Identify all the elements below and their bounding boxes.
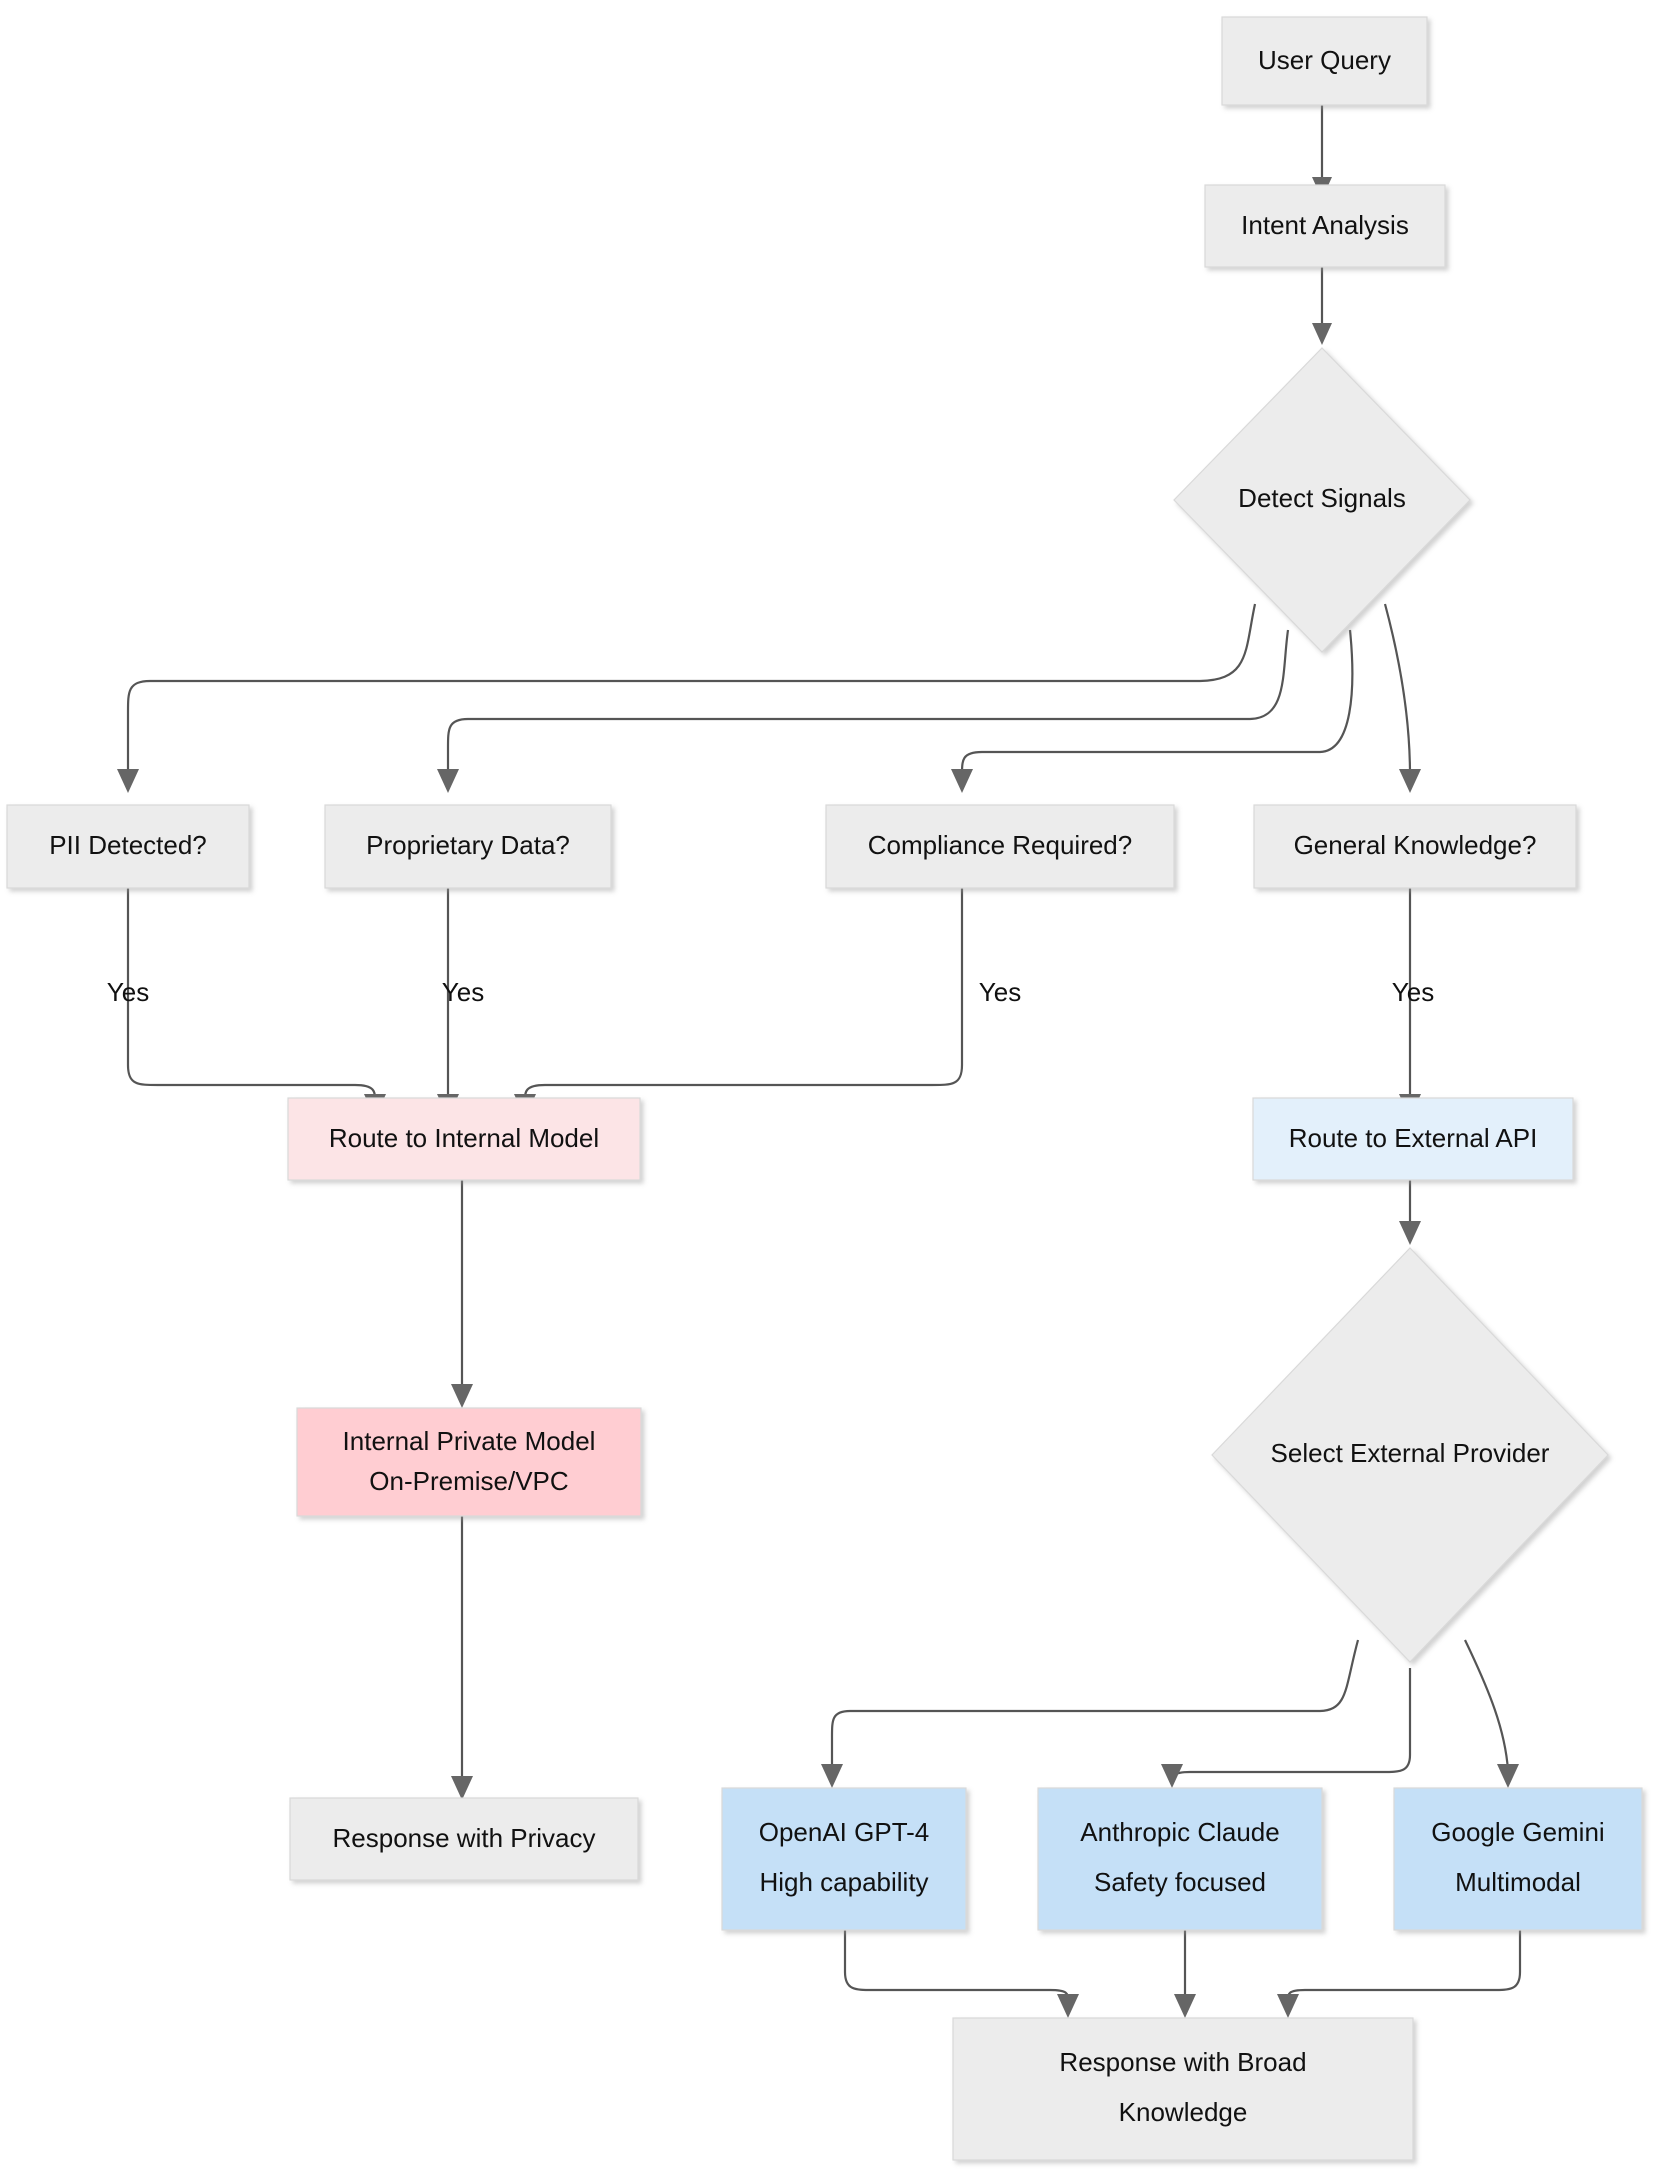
node-intent-analysis-label: Intent Analysis [1241, 210, 1409, 240]
node-response-broad-knowledge[interactable]: Response with Broad Knowledge [952, 2017, 1414, 2161]
edge-label-layer: Yes Yes Yes Yes [107, 977, 1434, 1007]
node-user-query[interactable]: User Query [1221, 16, 1428, 106]
edge-detect-signals-to-pii-detected [117, 603, 1257, 793]
node-response-broad-knowledge-line1: Response with Broad [1059, 2047, 1306, 2077]
edge-detect-signals-to-proprietary-data [437, 629, 1290, 793]
node-openai-gpt4-line1: OpenAI GPT-4 [759, 1817, 930, 1847]
node-proprietary-data-label: Proprietary Data? [366, 830, 570, 860]
node-google-gemini-line1: Google Gemini [1431, 1817, 1604, 1847]
node-openai-gpt4-line2: High capability [759, 1867, 928, 1897]
node-select-external-provider[interactable]: Select External Provider [1211, 1247, 1609, 1663]
node-compliance-required[interactable]: Compliance Required? [825, 804, 1175, 889]
edge-pii-detected-to-route-internal [126, 888, 386, 1118]
edge-detect-signals-to-general-knowledge [1383, 603, 1421, 793]
node-pii-detected[interactable]: PII Detected? [6, 804, 250, 889]
node-anthropic-claude[interactable]: Anthropic Claude Safety focused [1037, 1787, 1323, 1931]
node-general-knowledge-label: General Knowledge? [1294, 830, 1537, 860]
node-anthropic-claude-line1: Anthropic Claude [1080, 1817, 1279, 1847]
node-compliance-required-label: Compliance Required? [868, 830, 1132, 860]
node-response-broad-knowledge-line2: Knowledge [1119, 2097, 1248, 2127]
node-google-gemini[interactable]: Google Gemini Multimodal [1393, 1787, 1643, 1931]
edge-internal-private-model-to-response-privacy [451, 1516, 473, 1800]
node-select-external-provider-label: Select External Provider [1271, 1438, 1550, 1468]
node-route-internal-model-label: Route to Internal Model [329, 1123, 599, 1153]
node-internal-private-model[interactable]: Internal Private Model On-Premise/VPC [296, 1407, 642, 1517]
node-general-knowledge[interactable]: General Knowledge? [1253, 804, 1577, 889]
edge-detect-signals-to-compliance-required [951, 629, 1354, 793]
node-intent-analysis[interactable]: Intent Analysis [1204, 184, 1446, 268]
node-response-with-privacy[interactable]: Response with Privacy [289, 1797, 639, 1881]
node-proprietary-data[interactable]: Proprietary Data? [324, 804, 612, 889]
node-pii-detected-label: PII Detected? [49, 830, 207, 860]
edge-anthropic-claude-to-response-broad [1174, 1930, 1196, 2018]
edge-select-provider-to-openai-gpt4 [821, 1639, 1360, 1788]
node-google-gemini-line2: Multimodal [1455, 1867, 1581, 1897]
edge-label-general-yes: Yes [1392, 977, 1434, 1007]
edge-select-provider-to-anthropic-claude [1161, 1668, 1412, 1788]
edge-label-pii-yes: Yes [107, 977, 149, 1007]
edge-route-internal-to-internal-private-model [451, 1180, 473, 1408]
edge-select-provider-to-google-gemini [1464, 1639, 1519, 1788]
edge-intent-analysis-to-detect-signals [1312, 265, 1332, 345]
edge-google-gemini-to-response-broad [1277, 1930, 1522, 2018]
node-openai-gpt4[interactable]: OpenAI GPT-4 High capability [721, 1787, 967, 1931]
node-detect-signals-label: Detect Signals [1238, 483, 1406, 513]
node-route-internal-model[interactable]: Route to Internal Model [287, 1097, 641, 1181]
node-internal-private-model-line2: On-Premise/VPC [369, 1466, 568, 1496]
edge-route-external-to-select-provider [1399, 1180, 1421, 1245]
edge-openai-gpt4-to-response-broad [843, 1930, 1079, 2018]
node-detect-signals[interactable]: Detect Signals [1173, 347, 1471, 653]
edge-label-compliance-yes: Yes [979, 977, 1021, 1007]
node-layer: User Query Intent Analysis Detect Signal… [6, 16, 1643, 2161]
node-internal-private-model-line1: Internal Private Model [343, 1426, 596, 1456]
node-route-external-api[interactable]: Route to External API [1252, 1097, 1574, 1181]
node-user-query-label: User Query [1258, 45, 1391, 75]
node-anthropic-claude-line2: Safety focused [1094, 1867, 1266, 1897]
edge-label-proprietary-yes: Yes [442, 977, 484, 1007]
edge-compliance-required-to-route-internal [514, 888, 964, 1118]
edge-layer [117, 105, 1522, 2018]
node-response-with-privacy-label: Response with Privacy [333, 1823, 596, 1853]
node-route-external-api-label: Route to External API [1289, 1123, 1538, 1153]
